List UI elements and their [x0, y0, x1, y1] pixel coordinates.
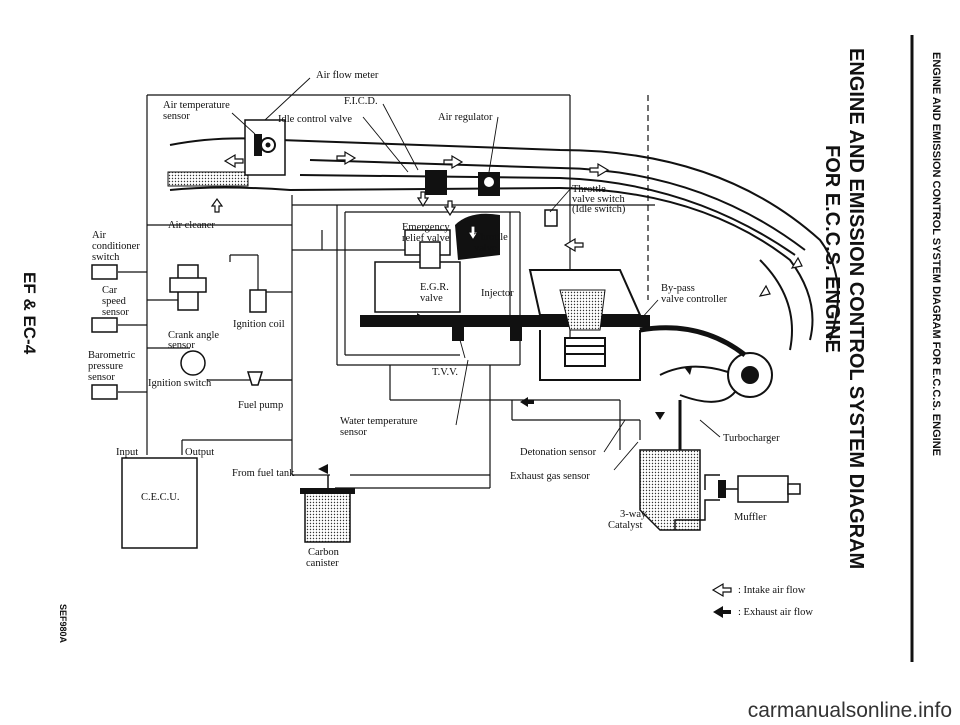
label-air-cleaner: Air cleaner	[168, 220, 215, 231]
label-throttle-switch: Throttle	[572, 184, 606, 195]
label-injector: Injector	[481, 288, 514, 299]
label-bypass-controller-2: valve controller	[661, 294, 728, 305]
label-carbon-canister: Carbon	[308, 547, 340, 558]
label-ficd: F.I.C.D.	[344, 96, 378, 107]
label-air-temperature-sensor-2: sensor	[163, 111, 190, 122]
label-ac-switch: Air	[92, 230, 107, 241]
label-exhaust-gas-sensor: Exhaust gas sensor	[510, 471, 590, 482]
intake-legend-icon	[711, 582, 732, 598]
label-throttle-valve-2: valve	[474, 243, 497, 254]
label-catalyst: 3-way	[620, 509, 647, 520]
label-water-temp-sensor: Water temperature	[340, 416, 418, 427]
label-input: Input	[116, 447, 138, 458]
intake-duct	[169, 137, 839, 351]
engine-block	[360, 213, 650, 381]
label-emergency-relief-valve: Emergency	[402, 222, 450, 233]
page-number: EF & EC-4	[20, 272, 39, 355]
turbocharger-body	[639, 325, 773, 450]
label-muffler: Muffler	[734, 512, 767, 523]
label-idle-control-valve: Idle control valve	[278, 114, 352, 125]
label-ac-switch-2: conditioner	[92, 241, 140, 252]
label-car-speed-sensor: Car	[102, 285, 118, 296]
component-labels: Air flow meter Air temperature sensor F.…	[88, 70, 813, 618]
ecu-box	[121, 457, 198, 549]
carbon-canister-body	[300, 475, 355, 543]
label-barometric-sensor-3: sensor	[88, 372, 115, 383]
label-turbocharger: Turbocharger	[723, 433, 780, 444]
label-crank-angle-sensor-2: sensor	[168, 340, 195, 351]
label-air-temperature-sensor: Air temperature	[163, 100, 230, 111]
leader-lines	[231, 77, 721, 471]
label-ignition-switch: Ignition switch	[148, 378, 212, 389]
label-output: Output	[185, 447, 214, 458]
page-title-sub: FOR E.C.C.S. ENGINE	[821, 145, 843, 353]
wiring-lines	[118, 94, 655, 489]
label-crank-angle-sensor: Crank angle	[168, 330, 219, 341]
air-regulator-body	[425, 170, 500, 196]
label-ecu: C.E.C.U.	[141, 492, 180, 503]
label-ac-switch-3: switch	[92, 252, 120, 263]
label-bypass-controller: By-pass	[661, 283, 695, 294]
label-catalyst-2: Catalyst	[608, 520, 642, 531]
exhaust-system	[639, 449, 801, 531]
label-egr-valve: E.G.R.	[420, 282, 449, 293]
label-throttle-switch-3: (Idle switch)	[572, 204, 626, 215]
legend-intake-label: : Intake air flow	[738, 585, 806, 596]
intake-arrows	[210, 150, 803, 297]
label-air-flow-meter: Air flow meter	[316, 70, 379, 81]
label-car-speed-sensor-3: sensor	[102, 307, 129, 318]
label-car-speed-sensor-2: speed	[102, 296, 127, 307]
label-water-temp-sensor-2: sensor	[340, 427, 367, 438]
exhaust-arrows	[318, 313, 692, 474]
label-barometric-sensor: Barometric	[88, 350, 136, 361]
label-air-regulator: Air regulator	[438, 112, 493, 123]
page-title-main: ENGINE AND EMISSION CONTROL SYSTEM DIAGR…	[845, 48, 867, 570]
label-tvv: T.V.V.	[432, 367, 458, 378]
running-head: ENGINE AND EMISSION CONTROL SYSTEM DIAGR…	[930, 52, 942, 456]
label-detonation-sensor: Detonation sensor	[520, 447, 597, 458]
label-from-fuel-tank: From fuel tank	[232, 468, 295, 479]
label-carbon-canister-2: canister	[306, 558, 339, 569]
label-emergency-relief-valve-2: relief valve	[402, 233, 450, 244]
air-cleaner-element	[167, 171, 249, 187]
label-throttle-valve: Throttle	[474, 232, 508, 243]
figure-code: SEF980A	[58, 604, 68, 644]
watermark: carmanualsonline.info	[747, 699, 952, 722]
label-fuel-pump: Fuel pump	[238, 400, 283, 411]
sensor-symbols	[91, 209, 558, 400]
air-flow-meter-body	[244, 119, 286, 176]
label-ignition-coil: Ignition coil	[233, 319, 285, 330]
exhaust-legend-icon	[713, 606, 731, 618]
label-barometric-sensor-2: pressure	[88, 361, 123, 372]
label-egr-valve-2: valve	[420, 293, 443, 304]
label-throttle-switch-2: valve switch	[572, 194, 626, 205]
legend-exhaust-label: : Exhaust air flow	[738, 607, 813, 618]
